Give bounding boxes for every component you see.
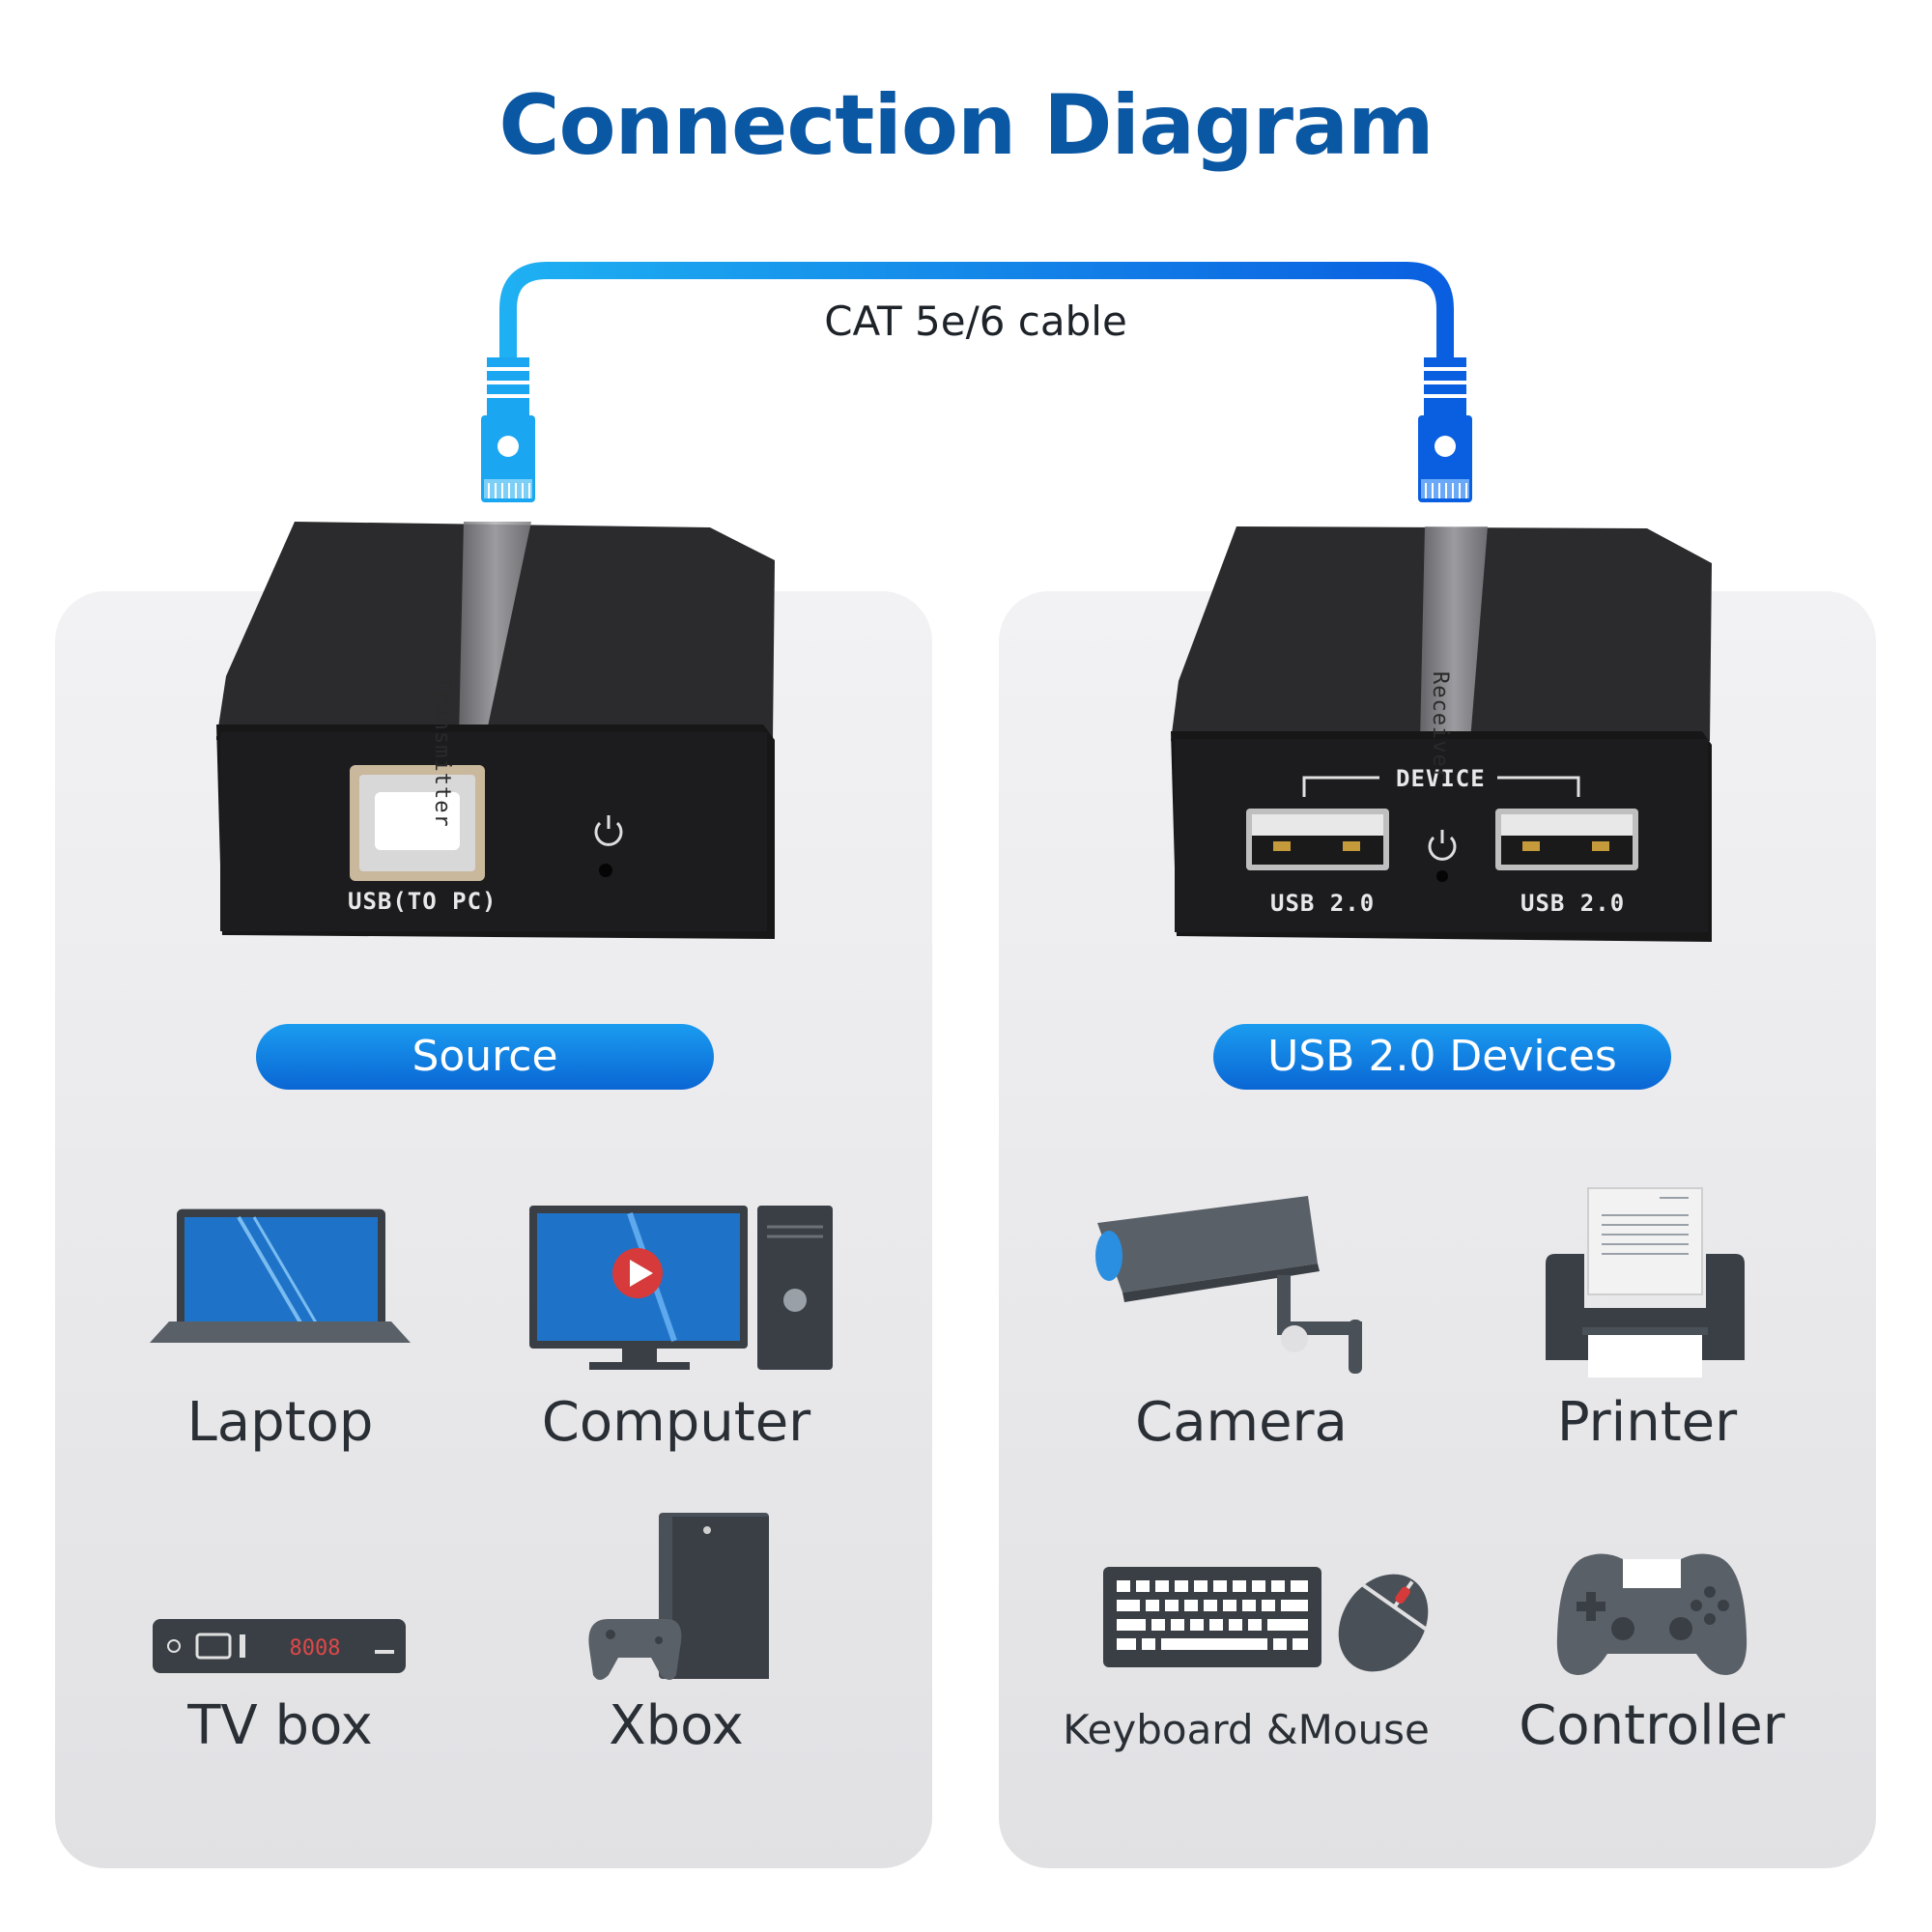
tv-box-icon: 8008 (153, 1619, 406, 1673)
controller-icon (1556, 1553, 1747, 1675)
printer-icon (1546, 1187, 1745, 1378)
camera-icon (1095, 1196, 1362, 1374)
keyboard-mouse-icon (1103, 1567, 1429, 1672)
source-header: Source (256, 1024, 714, 1090)
computer-icon (529, 1206, 833, 1370)
receiver-port1-label: USB 2.0 (1270, 890, 1376, 917)
source-label-xbox: Xbox (609, 1694, 744, 1757)
device-label-printer: Printer (1556, 1391, 1738, 1454)
power-icon (594, 815, 623, 846)
page-title: Connection Diagram (498, 77, 1434, 174)
laptop-icon (150, 1208, 411, 1343)
receiver-group-label: DEVICE (1396, 765, 1486, 792)
tv-box-display: 8008 (290, 1636, 341, 1661)
ethernet-cable-icon (481, 262, 1472, 502)
device-label-keyboard-mouse: Keyboard &Mouse (1063, 1706, 1430, 1753)
device-label-controller: Controller (1519, 1694, 1785, 1757)
devices-header: USB 2.0 Devices (1213, 1024, 1671, 1090)
transmitter-name: Transmitter (430, 676, 454, 828)
xbox-icon (588, 1513, 769, 1680)
transmitter-port-label: USB(TO PC) (348, 888, 497, 915)
receiver-port2-label: USB 2.0 (1520, 890, 1626, 917)
receiver-name: Receiver (1428, 671, 1452, 781)
source-label-tv-box: TV box (187, 1694, 373, 1757)
transmitter-device (216, 522, 775, 939)
source-label-computer: Computer (541, 1391, 811, 1454)
cable-label: CAT 5e/6 cable (824, 298, 1127, 345)
power-icon (1428, 830, 1457, 861)
source-label-laptop: Laptop (186, 1391, 374, 1454)
device-label-camera: Camera (1135, 1391, 1348, 1454)
receiver-device (1171, 526, 1712, 942)
